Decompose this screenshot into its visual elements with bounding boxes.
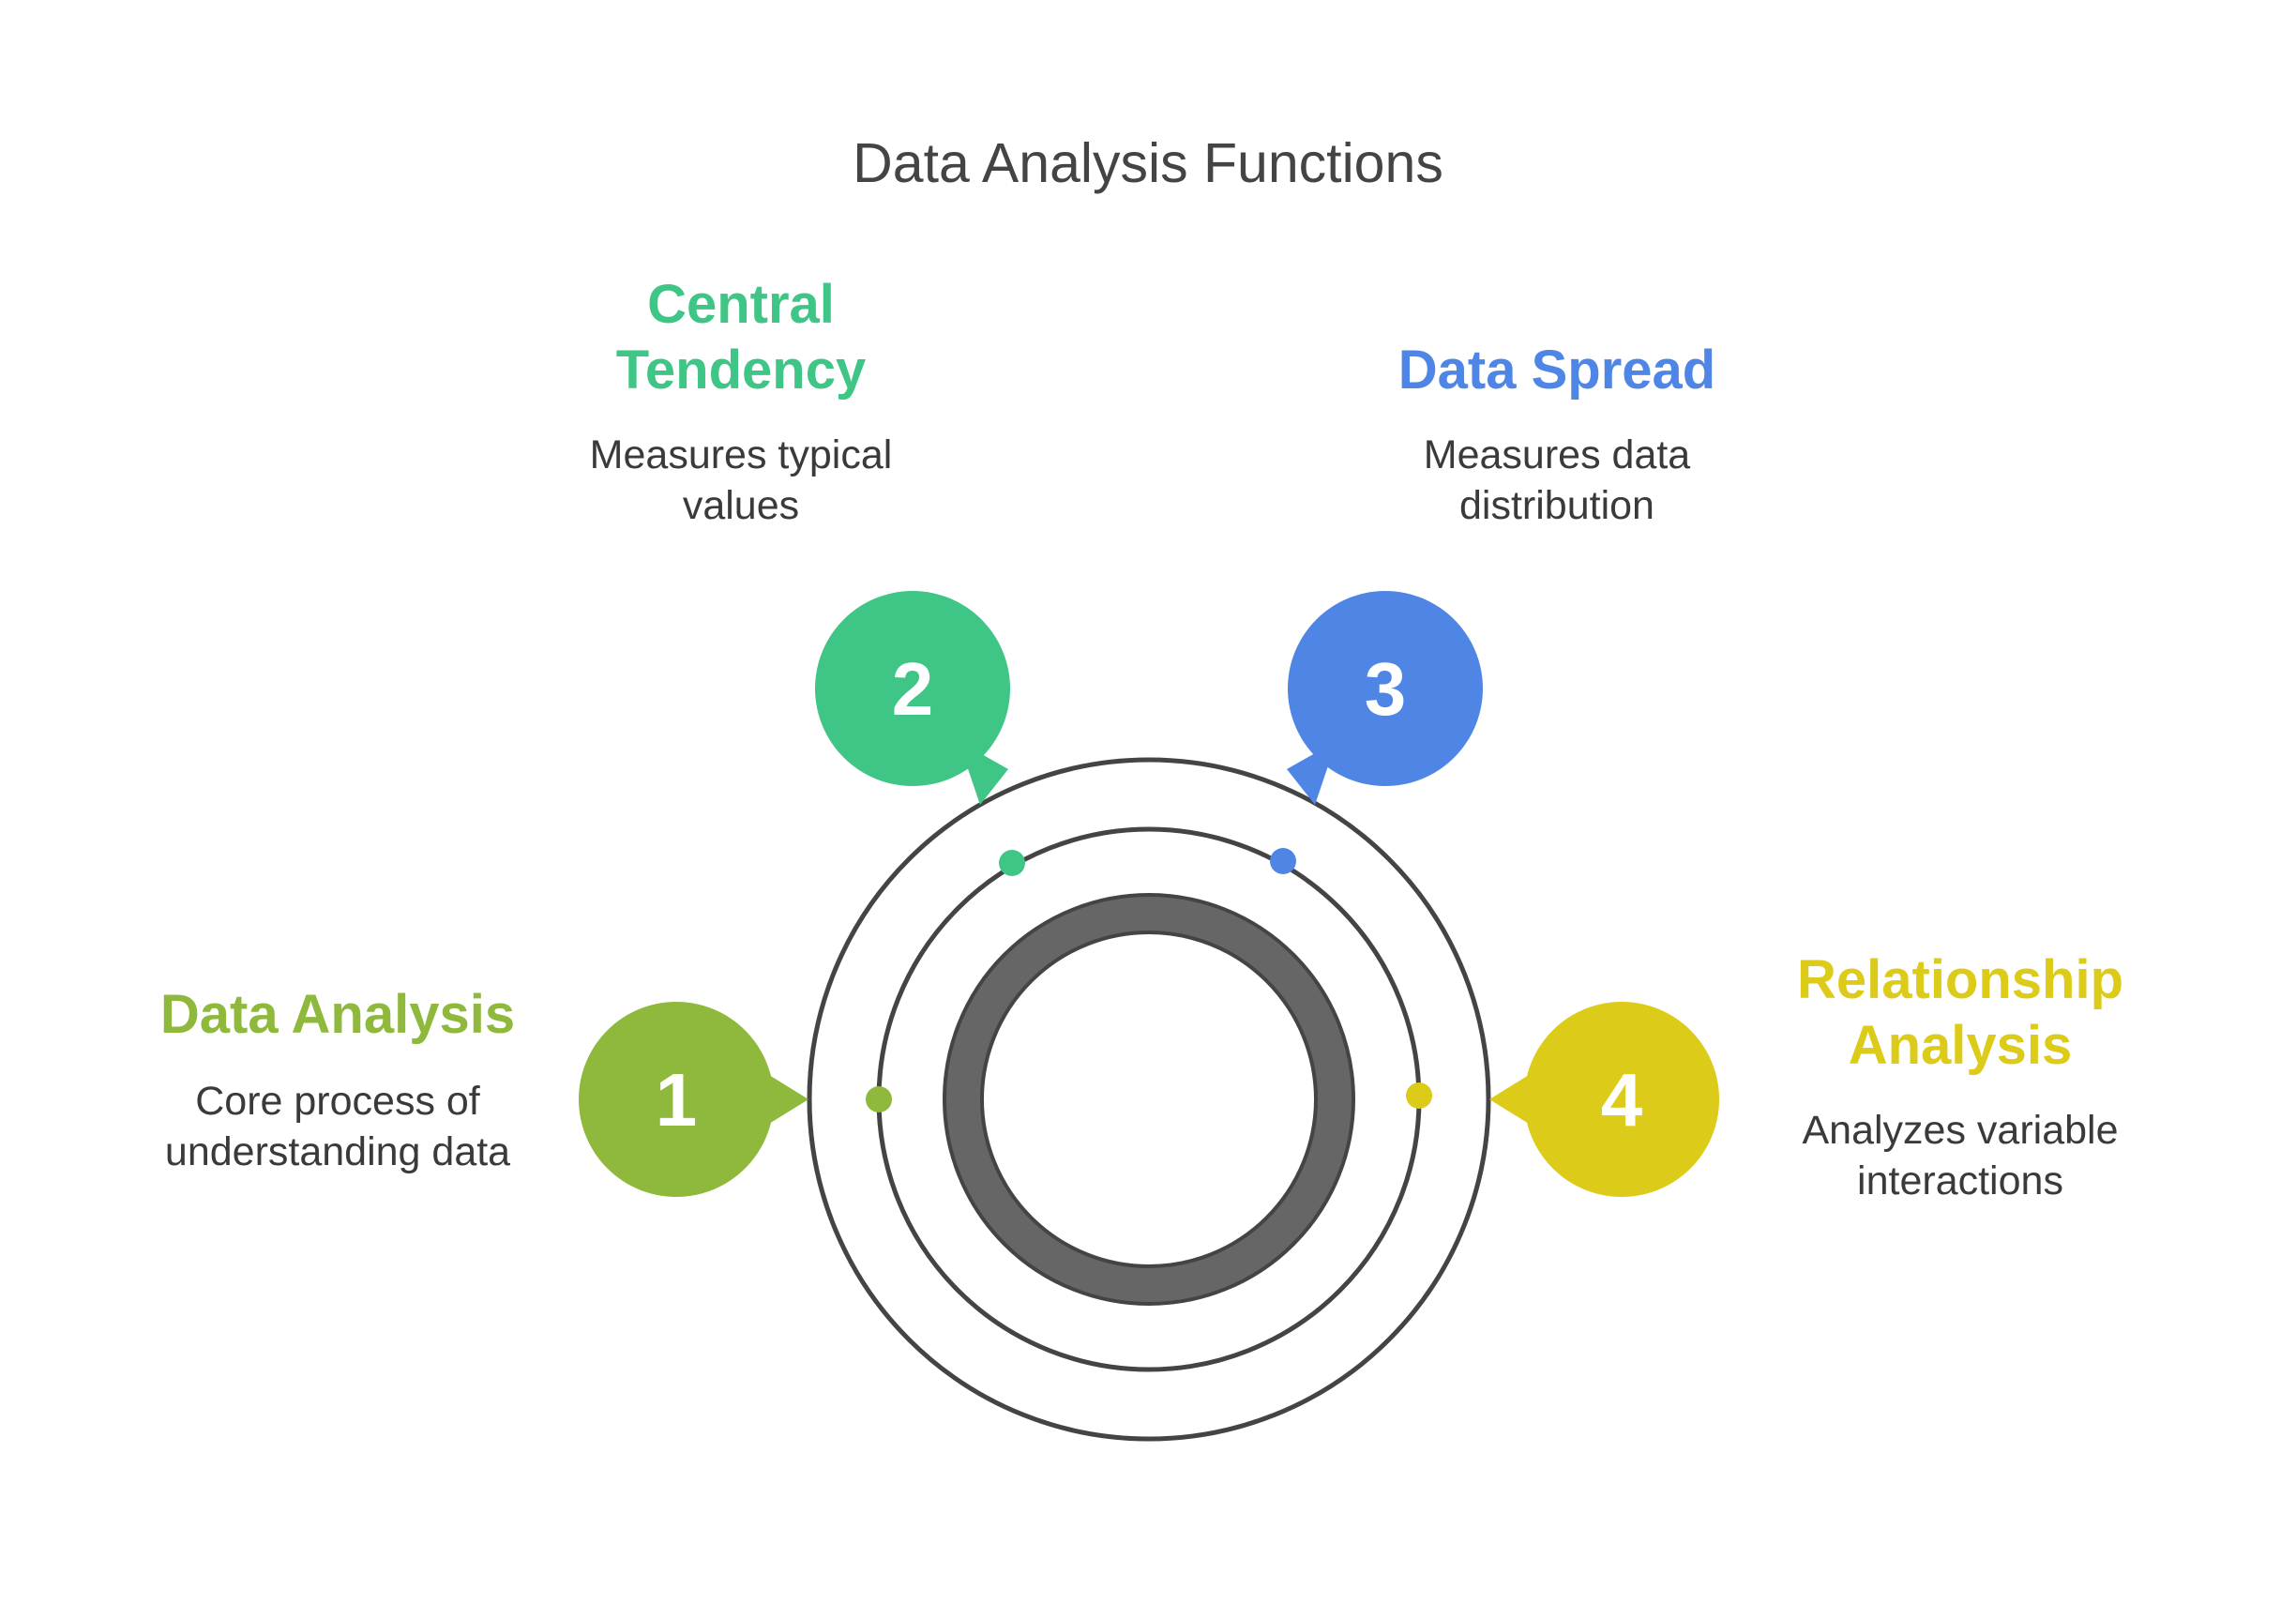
step-4-number: 4 (1601, 1058, 1643, 1142)
step-2-bubble: 2 (815, 591, 1010, 805)
core-ring-fill (946, 897, 1352, 1302)
diagram-title: Data Analysis Functions (853, 132, 1443, 194)
step-2-description: Measures typical values (589, 432, 893, 528)
step-3-label: Data Spread Measures data distribution (1360, 338, 1754, 531)
step-3-dot (1270, 848, 1296, 874)
step-4-bubble: 4 (1489, 1002, 1719, 1197)
outer-ring (807, 757, 1491, 1442)
step-1-description: Core process of understanding data (164, 1079, 511, 1174)
step-3-heading: Data Spread (1397, 340, 1716, 401)
step-4-dot (1406, 1082, 1432, 1109)
step-1-heading: Data Analysis (159, 984, 516, 1045)
step-1-dot (866, 1086, 892, 1112)
step-4-heading: Relationship Analysis (1796, 949, 2124, 1076)
step-3-description: Measures data distribution (1423, 432, 1691, 528)
step-3-number: 3 (1365, 647, 1407, 731)
step-2-heading: Central Tendency (615, 274, 867, 401)
step-3-bubble: 3 (1287, 591, 1483, 805)
step-4-label: Relationship Analysis Analyzes variable … (1763, 947, 2157, 1206)
step-2-dot (999, 850, 1025, 876)
step-1-number: 1 (656, 1058, 698, 1142)
step-1-label: Data Analysis Core process of understand… (131, 982, 544, 1177)
step-2-label: Central Tendency Measures typical values (553, 272, 929, 531)
step-1-bubble: 1 (579, 1002, 808, 1197)
step-2-number: 2 (892, 647, 934, 731)
step-4-description: Analyzes variable interactions (1802, 1108, 2119, 1203)
